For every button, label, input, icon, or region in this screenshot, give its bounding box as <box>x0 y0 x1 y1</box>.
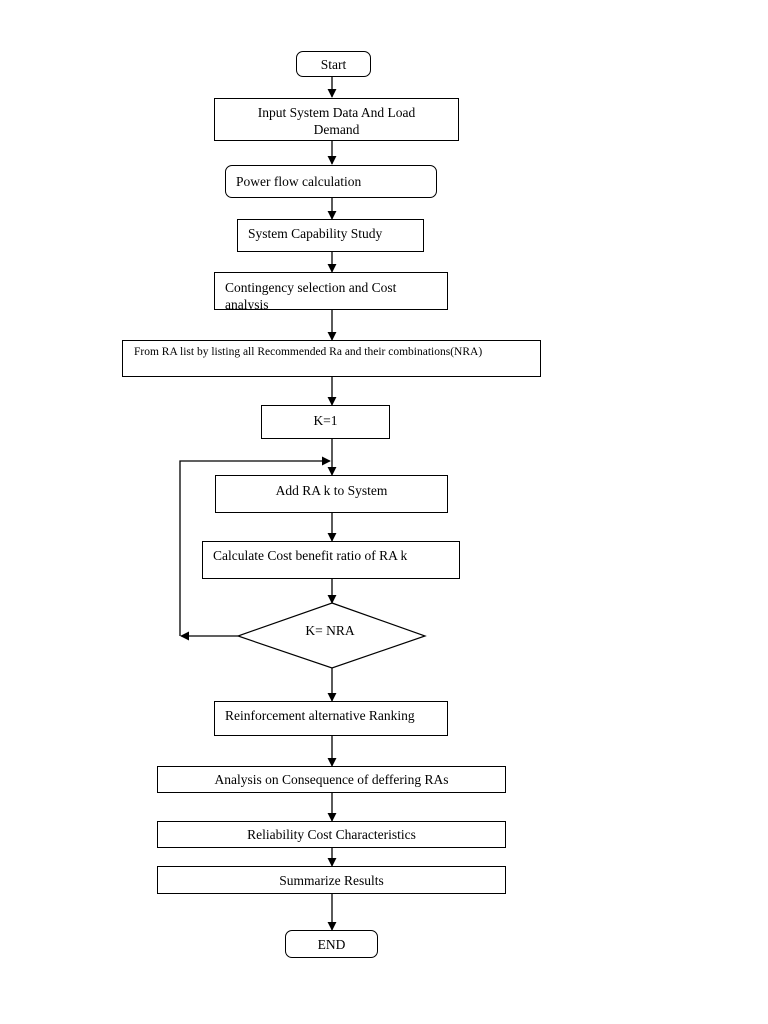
ra-list-label: From RA list by listing all Recommended … <box>134 346 483 358</box>
reliability-label: Reliability Cost Characteristics <box>247 827 416 842</box>
k-init-box: K=1 <box>261 405 390 439</box>
loop-line-back <box>179 456 331 636</box>
capability-box: System Capability Study <box>237 219 424 252</box>
contingency-box: Contingency selection and Cost analysis <box>214 272 448 310</box>
add-ra-box: Add RA k to System <box>215 475 448 513</box>
power-flow-box: Power flow calculation <box>225 165 437 198</box>
reliability-box: Reliability Cost Characteristics <box>157 821 506 848</box>
power-flow-label: Power flow calculation <box>236 174 362 189</box>
summarize-box: Summarize Results <box>157 866 506 894</box>
consequence-label: Analysis on Consequence of deffering RAs <box>214 772 449 787</box>
start-terminal: Start <box>296 51 371 77</box>
end-terminal: END <box>285 930 378 958</box>
add-ra-label: Add RA k to System <box>275 483 388 498</box>
start-label: Start <box>320 56 347 72</box>
end-label: END <box>317 936 346 952</box>
decision-label: K= NRA <box>305 623 355 638</box>
ranking-box: Reinforcement alternative Ranking <box>214 701 448 736</box>
cost-benefit-box: Calculate Cost benefit ratio of RA k <box>202 541 460 579</box>
input-data-box: Input System Data And Load Demand <box>214 98 459 141</box>
input-data-label: Input System Data And Load Demand <box>257 105 416 137</box>
ra-list-box: From RA list by listing all Recommended … <box>122 340 541 377</box>
consequence-box: Analysis on Consequence of deffering RAs <box>157 766 506 793</box>
decision-diamond <box>236 602 427 669</box>
k-init-label: K=1 <box>313 413 338 428</box>
summarize-label: Summarize Results <box>279 872 384 888</box>
capability-label: System Capability Study <box>248 226 383 241</box>
ranking-label: Reinforcement alternative Ranking <box>225 708 415 723</box>
contingency-label: Contingency selection and Cost analysis <box>225 280 397 310</box>
cost-benefit-label: Calculate Cost benefit ratio of RA k <box>213 548 408 563</box>
